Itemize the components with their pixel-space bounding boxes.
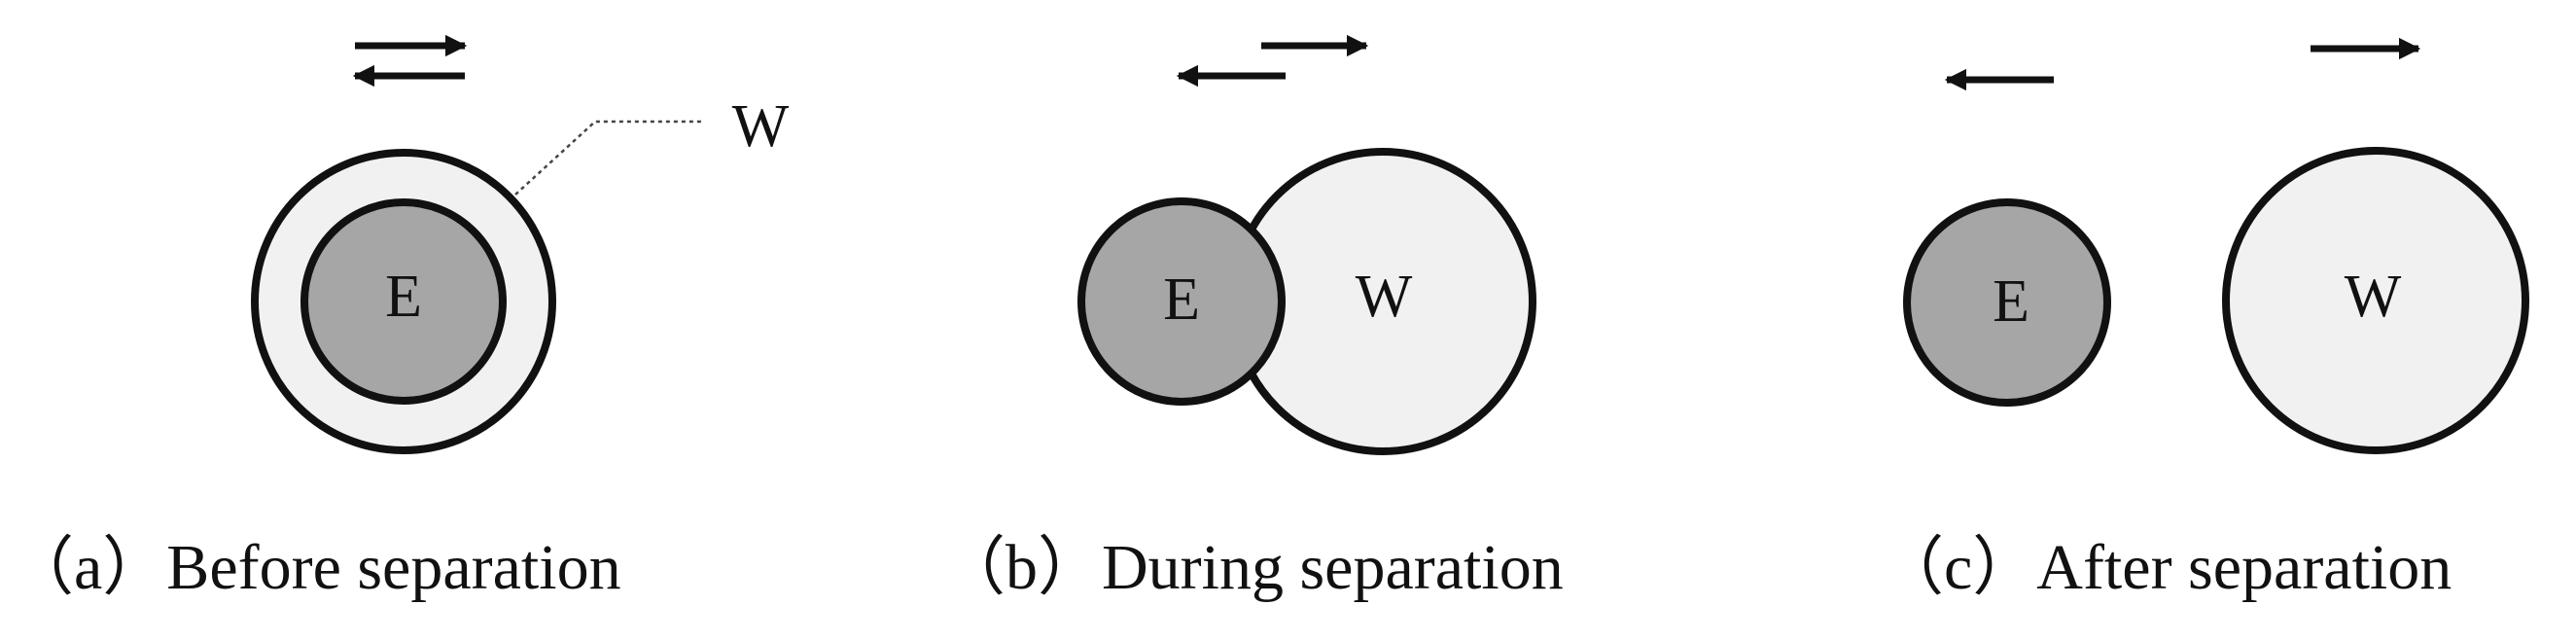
w-label: W xyxy=(1356,264,1413,330)
e-label: E xyxy=(1993,268,2029,335)
e-circle xyxy=(1903,198,2111,407)
e-label: E xyxy=(385,264,422,330)
e-circle xyxy=(1077,197,1286,406)
panel-before-separation: E W （a）Before separation xyxy=(10,34,790,603)
caption-b: （b）During separation xyxy=(941,532,1564,603)
apart-arrows xyxy=(1944,37,2421,91)
w-circle xyxy=(2222,147,2529,454)
w-label: W xyxy=(2345,264,2402,330)
w-leader-line xyxy=(514,120,702,196)
caption-c: （c）After separation xyxy=(1880,532,2452,603)
exchange-arrows xyxy=(352,34,468,88)
panel-during-separation: E W （b）During separation xyxy=(941,34,1564,603)
w-leader-label: W xyxy=(732,93,790,160)
e-inner-circle xyxy=(300,198,507,405)
diverging-arrows xyxy=(1176,34,1369,88)
e-label: E xyxy=(1163,267,1200,333)
caption-a: （a）Before separation xyxy=(10,532,621,603)
panel-after-separation: E W （c）After separation xyxy=(1880,37,2529,603)
